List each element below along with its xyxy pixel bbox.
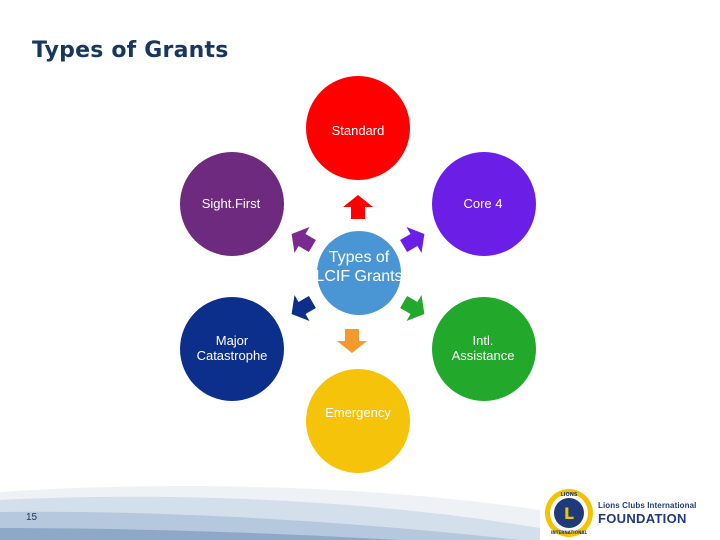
arrow-to-emergency bbox=[337, 329, 367, 353]
node-emergency bbox=[306, 369, 410, 473]
emblem-letter: L bbox=[564, 504, 574, 523]
label-sightfirst: Sight.First bbox=[201, 196, 261, 211]
node-intl-assistance bbox=[432, 297, 536, 401]
lions-emblem-icon: L LIONS INTERNATIONAL bbox=[545, 489, 593, 537]
emblem-ring-top: LIONS bbox=[560, 492, 577, 498]
node-sightfirst bbox=[180, 152, 284, 256]
label-standard: Standard bbox=[331, 123, 385, 138]
arrow-to-standard bbox=[343, 195, 373, 219]
label-major-catastrophe: Major Catastrophe bbox=[196, 333, 268, 363]
node-standard bbox=[306, 76, 410, 180]
logo-line-2: FOUNDATION bbox=[598, 511, 687, 526]
label-core4: Core 4 bbox=[463, 196, 503, 211]
node-core4 bbox=[432, 152, 536, 256]
label-intl-assistance: Intl. Assistance bbox=[451, 333, 515, 363]
footer-swoosh bbox=[0, 486, 540, 540]
center-label: Types of LCIF Grants bbox=[315, 249, 403, 285]
page-number: 15 bbox=[26, 512, 38, 523]
arrow-to-intl-assistance bbox=[400, 295, 425, 321]
label-emergency: Emergency bbox=[325, 405, 391, 420]
slide-title: Types of Grants bbox=[32, 38, 229, 63]
arrow-to-sightfirst bbox=[291, 227, 316, 253]
arrow-to-core4 bbox=[400, 227, 425, 253]
logo-line-1: Lions Clubs International bbox=[598, 501, 697, 510]
foundation-logo: Lions Clubs International FOUNDATION bbox=[598, 501, 697, 526]
arrow-to-major-catastrophe bbox=[291, 295, 316, 321]
node-major-catastrophe bbox=[180, 297, 284, 401]
emblem-ring-bottom: INTERNATIONAL bbox=[551, 530, 588, 535]
center-node bbox=[317, 231, 401, 315]
